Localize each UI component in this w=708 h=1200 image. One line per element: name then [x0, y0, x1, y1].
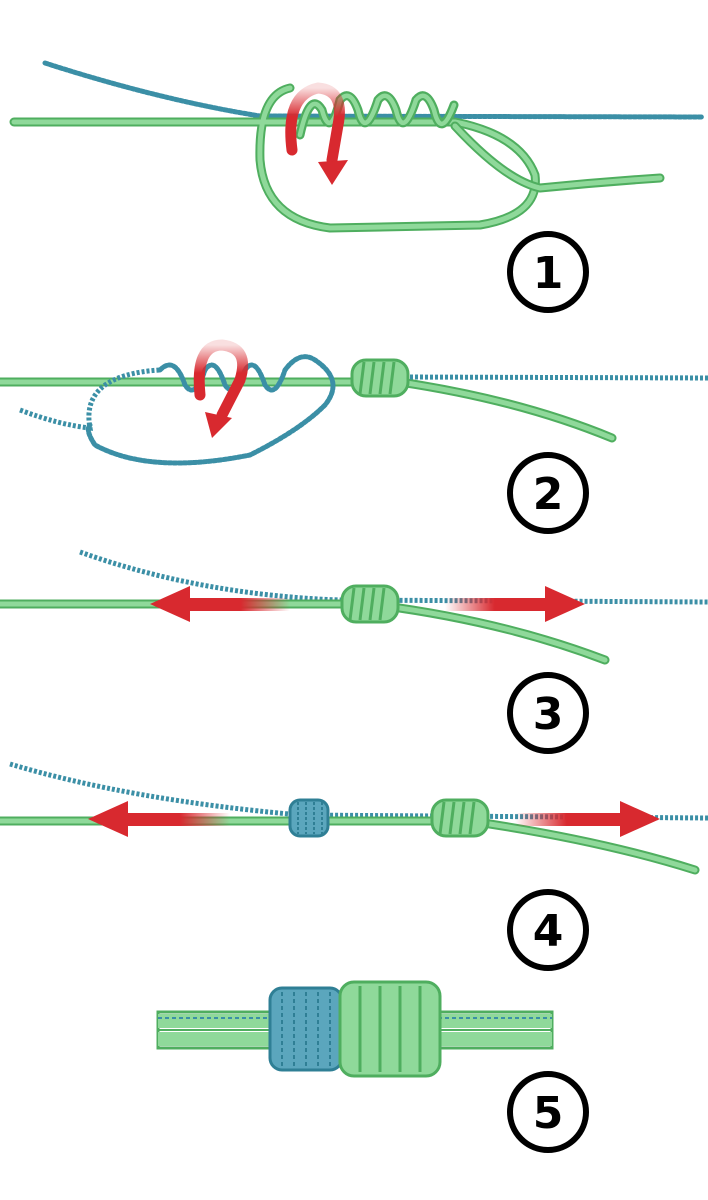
step-badge-1: 1 [507, 231, 589, 313]
step-1-illustration [9, 60, 706, 233]
step-4-illustration [0, 761, 708, 875]
braid-knot-wraps [288, 798, 330, 838]
pull-right-arrow [515, 813, 630, 826]
red-arrow [285, 82, 345, 166]
pull-right-arrow [445, 598, 555, 611]
step-number: 1 [533, 248, 564, 299]
step-3-illustration [0, 549, 708, 665]
braid-line [42, 60, 706, 120]
step-number: 4 [533, 906, 564, 957]
step-badge-4: 4 [507, 889, 589, 971]
step-number: 3 [533, 689, 564, 740]
step-5-illustration [156, 980, 554, 1078]
uni-knot-wraps [350, 358, 410, 398]
uni-knot-wraps [340, 584, 400, 624]
step-2-illustration [0, 339, 708, 466]
mono-knot-wraps [430, 798, 490, 838]
step-badge-2: 2 [507, 452, 589, 534]
braid-knot [268, 986, 344, 1072]
red-arrow [193, 339, 249, 421]
mono-knot [338, 980, 442, 1078]
step-badge-3: 3 [507, 672, 589, 754]
pull-left-arrow [118, 813, 230, 826]
pull-left-arrow [180, 598, 290, 611]
step-number: 2 [533, 469, 564, 520]
step-badge-5: 5 [507, 1071, 589, 1153]
step-number: 5 [533, 1088, 564, 1139]
